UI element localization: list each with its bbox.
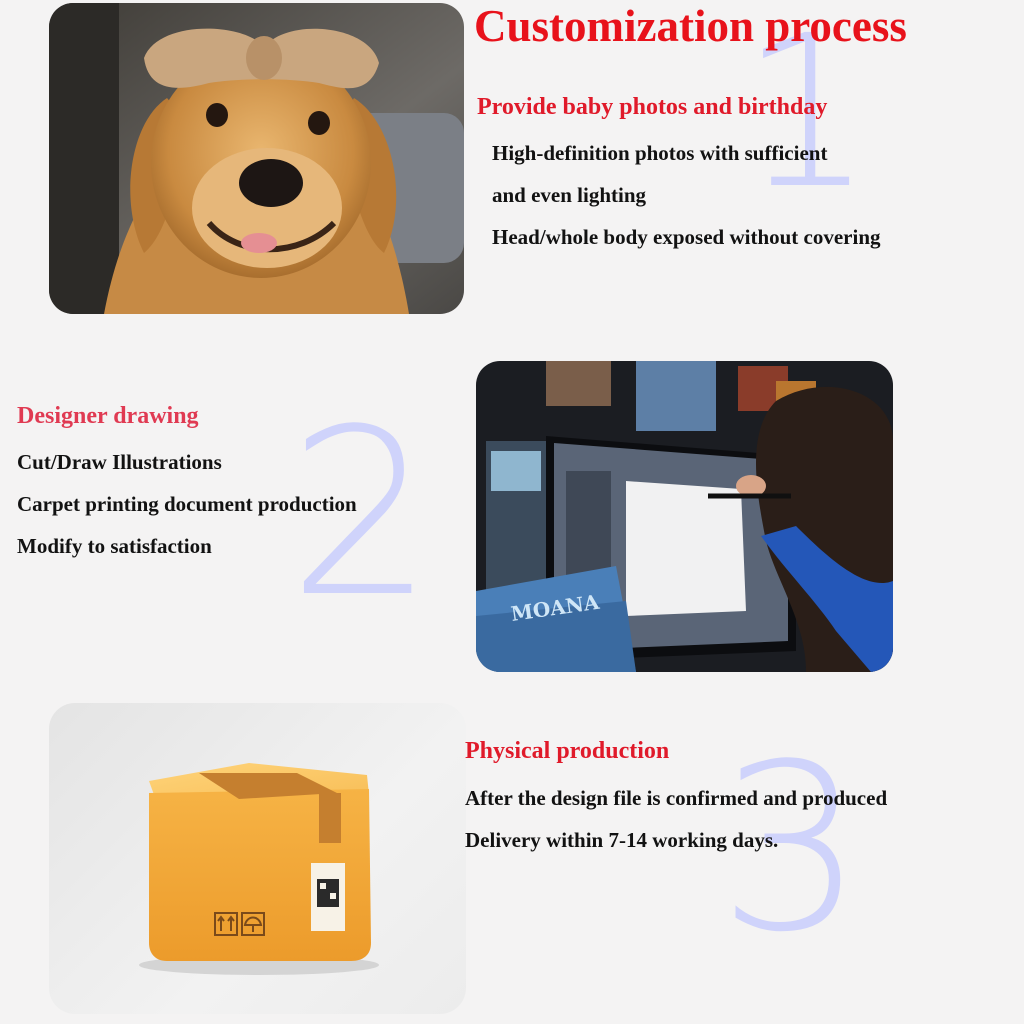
parcel-box-illustration: [139, 763, 379, 975]
step-2-line-2: Carpet printing document production: [17, 492, 357, 516]
box-panel: [49, 703, 466, 1014]
dog-photo: [49, 3, 464, 314]
step-2-line-1: Cut/Draw Illustrations: [17, 450, 222, 474]
step-1-line-3: Head/whole body exposed without covering: [492, 225, 881, 249]
step-3-line-2: Delivery within 7-14 working days.: [465, 828, 779, 852]
designer-photo: MOANA: [476, 361, 893, 672]
step-1-line-2: and even lighting: [492, 183, 647, 207]
step-2-title: Designer drawing: [17, 403, 199, 429]
page-title: Customization process: [474, 1, 907, 51]
step-1-line-1: High-definition photos with sufficient: [492, 141, 828, 165]
step-2-line-3: Modify to satisfaction: [17, 534, 212, 558]
step-3-title: Physical production: [465, 738, 670, 764]
step-numeral-2: 2: [288, 381, 435, 648]
step-numeral-3: 3: [718, 716, 865, 983]
step-numeral-1: 1: [740, 0, 874, 235]
step-1-title: Provide baby photos and birthday: [477, 94, 828, 120]
step-3-line-1: After the design file is confirmed and p…: [465, 786, 888, 810]
